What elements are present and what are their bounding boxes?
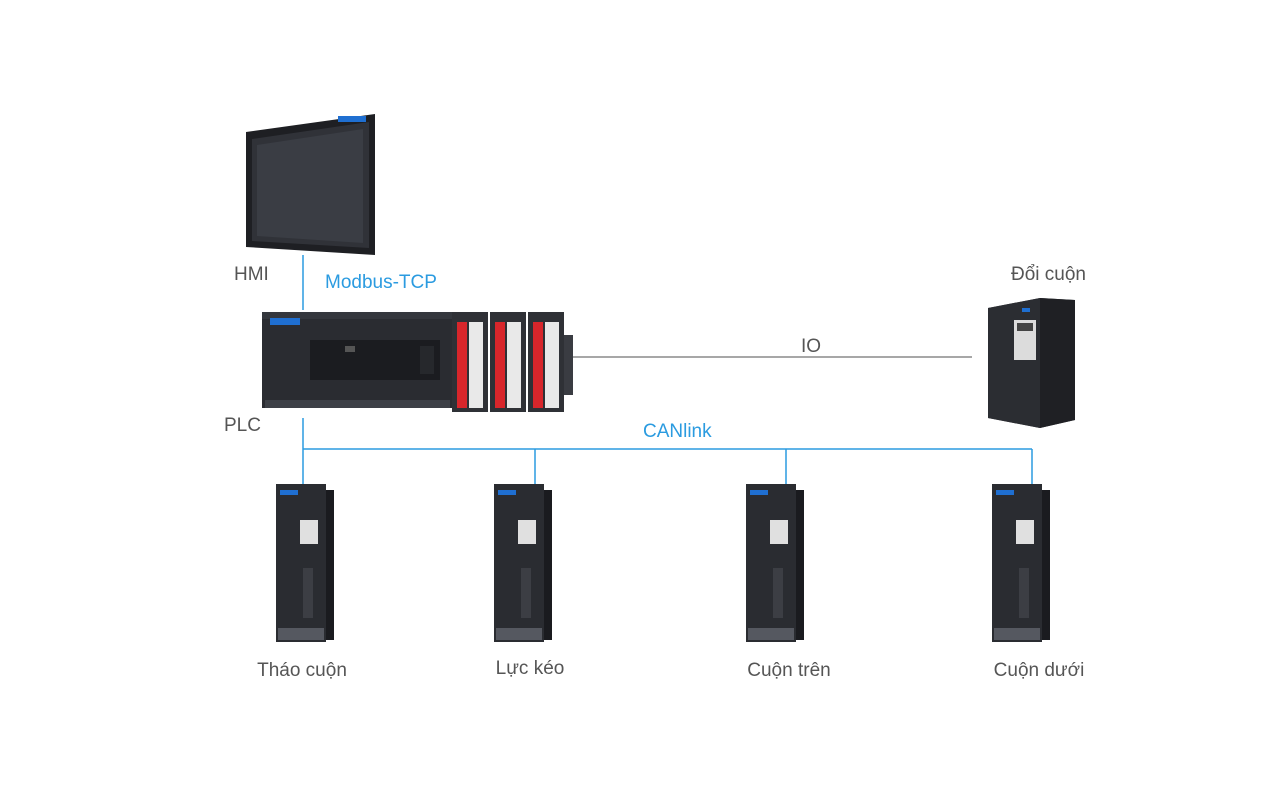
- hmi-device: [246, 114, 375, 255]
- plc-label: PLC: [224, 415, 261, 436]
- plc-device: [262, 312, 573, 412]
- servo-drive-3: [746, 484, 804, 642]
- plc-io-modules: [452, 312, 573, 412]
- modbus-tcp-label: Modbus-TCP: [325, 272, 437, 293]
- hmi-label: HMI: [234, 264, 269, 285]
- servo-label-3: Cuộn trên: [747, 660, 831, 681]
- servo-drive-1: [276, 484, 334, 642]
- canlink-label: CANlink: [643, 421, 712, 442]
- plc-brand-badge: [270, 318, 300, 325]
- io-label: IO: [801, 336, 822, 357]
- servo-drive-2: [494, 484, 552, 642]
- servo-drive-4: [992, 484, 1050, 642]
- servo-label-1: Tháo cuộn: [257, 660, 347, 681]
- inverter-label: Đổi cuộn: [1011, 264, 1086, 285]
- hmi-brand-badge: [338, 116, 366, 122]
- servo-label-2: Lực kéo: [495, 658, 565, 679]
- servo-label-4: Cuộn dưới: [993, 660, 1085, 681]
- inverter-device: [988, 298, 1075, 428]
